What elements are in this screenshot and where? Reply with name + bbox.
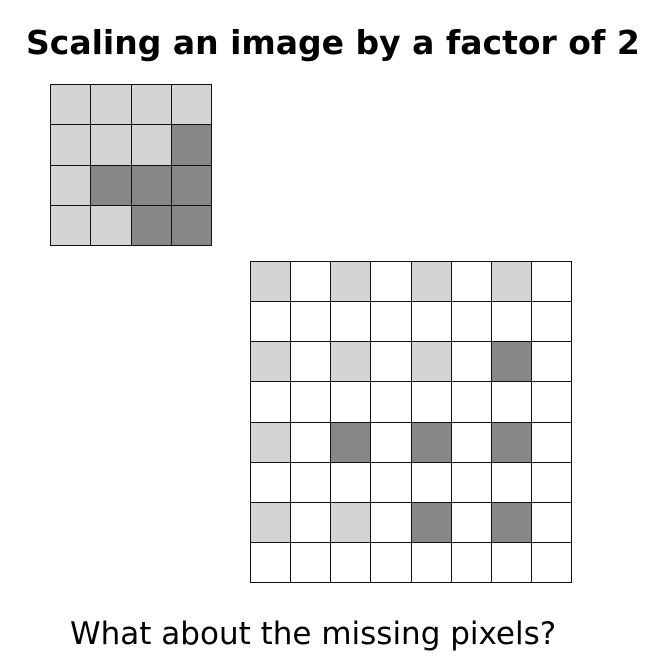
scaled-image-grid [250, 261, 572, 583]
missing-pixel [531, 262, 572, 303]
missing-pixel [411, 462, 452, 503]
missing-pixel [371, 422, 412, 463]
missing-pixel [291, 302, 332, 343]
scaled-pixel-light [331, 342, 372, 383]
missing-pixel [331, 382, 372, 423]
missing-pixel [451, 542, 492, 583]
source-pixel-light [51, 125, 92, 166]
source-pixel-light [51, 85, 92, 126]
source-pixel-light [91, 85, 132, 126]
missing-pixel [531, 302, 572, 343]
missing-pixel [491, 542, 532, 583]
missing-pixel [251, 382, 292, 423]
scaled-pixel-light [491, 262, 532, 303]
scaled-pixel-dark [491, 502, 532, 543]
scaled-pixel-dark [411, 502, 452, 543]
missing-pixel [491, 382, 532, 423]
scaled-pixel-dark [491, 342, 532, 383]
missing-pixel [251, 462, 292, 503]
source-pixel-light [91, 205, 132, 246]
missing-pixel [291, 382, 332, 423]
source-pixel-light [51, 205, 92, 246]
missing-pixel [411, 382, 452, 423]
missing-pixel [531, 462, 572, 503]
missing-pixel [411, 542, 452, 583]
scaled-pixel-light [251, 262, 292, 303]
scaled-pixel-light [331, 262, 372, 303]
missing-pixel [291, 262, 332, 303]
missing-pixel [491, 462, 532, 503]
missing-pixel [411, 302, 452, 343]
scaled-pixel-light [251, 502, 292, 543]
source-pixel-dark [91, 165, 132, 206]
source-image-grid [50, 84, 212, 246]
missing-pixel [451, 262, 492, 303]
scaled-pixel-dark [411, 422, 452, 463]
missing-pixel [451, 422, 492, 463]
missing-pixel [291, 462, 332, 503]
source-pixel-light [131, 85, 172, 126]
missing-pixel [451, 502, 492, 543]
scaled-pixel-light [411, 262, 452, 303]
missing-pixel [451, 382, 492, 423]
missing-pixel [371, 542, 412, 583]
missing-pixel [331, 462, 372, 503]
missing-pixel [371, 382, 412, 423]
missing-pixel [451, 462, 492, 503]
missing-pixel [531, 542, 572, 583]
missing-pixel [451, 342, 492, 383]
source-pixel-light [91, 125, 132, 166]
source-pixel-dark [131, 165, 172, 206]
scaled-pixel-light [251, 342, 292, 383]
missing-pixel [531, 502, 572, 543]
missing-pixel [371, 262, 412, 303]
missing-pixel [251, 542, 292, 583]
scaled-pixel-light [411, 342, 452, 383]
missing-pixel [371, 462, 412, 503]
missing-pixel [531, 342, 572, 383]
missing-pixel [371, 302, 412, 343]
missing-pixel [371, 502, 412, 543]
missing-pixel [371, 342, 412, 383]
source-pixel-dark [171, 125, 212, 166]
caption: What about the missing pixels? [70, 616, 557, 652]
scaled-pixel-dark [491, 422, 532, 463]
source-pixel-dark [171, 165, 212, 206]
missing-pixel [491, 302, 532, 343]
missing-pixel [531, 382, 572, 423]
source-pixel-light [131, 125, 172, 166]
missing-pixel [531, 422, 572, 463]
missing-pixel [251, 302, 292, 343]
scaled-pixel-light [251, 422, 292, 463]
source-pixel-light [51, 165, 92, 206]
source-pixel-light [171, 85, 212, 126]
slide-title: Scaling an image by a factor of 2 [26, 23, 640, 62]
missing-pixel [291, 422, 332, 463]
missing-pixel [331, 302, 372, 343]
missing-pixel [451, 302, 492, 343]
source-pixel-dark [171, 205, 212, 246]
scaled-pixel-dark [331, 422, 372, 463]
missing-pixel [291, 342, 332, 383]
scaled-pixel-light [331, 502, 372, 543]
missing-pixel [291, 502, 332, 543]
source-pixel-dark [131, 205, 172, 246]
missing-pixel [331, 542, 372, 583]
missing-pixel [291, 542, 332, 583]
